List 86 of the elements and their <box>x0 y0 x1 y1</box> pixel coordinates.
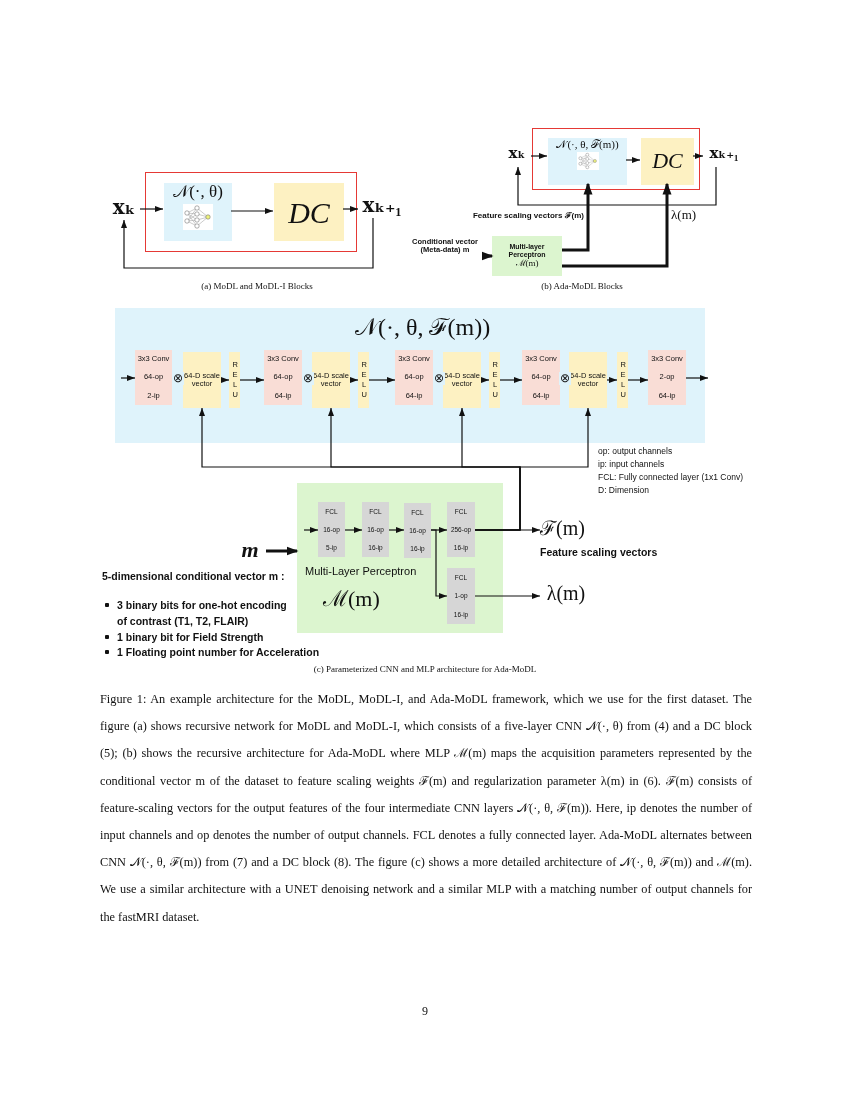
legend-note: D: Dimension <box>598 485 650 495</box>
arrow <box>685 375 709 381</box>
arrow <box>474 407 591 531</box>
arrow <box>121 217 374 269</box>
arrow <box>303 527 319 533</box>
arrow <box>388 527 405 533</box>
legend-note: op: output channels <box>598 446 673 456</box>
network-block <box>164 183 232 241</box>
dc-block <box>274 183 344 241</box>
math-label: 𝐱ₖ₊₁ <box>703 145 745 167</box>
fcl-layer-box <box>362 502 389 557</box>
relu-box <box>229 352 240 408</box>
arrow <box>625 157 641 163</box>
arrow <box>606 377 618 383</box>
conv-layer-box <box>135 350 172 405</box>
scale-vector-box <box>312 352 350 408</box>
scale-vector-box <box>183 352 221 408</box>
arrow <box>368 377 396 383</box>
math-label: 𝐱ₖ₊₁ <box>358 194 406 218</box>
cnn-panel <box>115 308 705 443</box>
arrow <box>266 546 299 556</box>
arrow <box>342 206 359 212</box>
arrow <box>480 377 490 383</box>
legend-note: FCL: Fully connected layer (1x1 Conv) <box>598 472 744 482</box>
relu-box <box>358 352 369 408</box>
arrow <box>120 375 136 381</box>
scale-vector-box <box>443 352 481 408</box>
block-label: 𝒩(·, θ, ℱ(m)) <box>556 138 619 151</box>
block-label: 𝒩(·, θ) <box>173 183 223 202</box>
arrow <box>430 529 448 599</box>
panel-title: Multi-Layer Perceptron <box>305 565 417 578</box>
arrow <box>230 208 274 214</box>
edge-label: λ(m) <box>671 208 697 223</box>
figure-caption: Figure 1: An example architecture for the MoDL, MoDL-I, and Ada-MoDL framework, which we use for the first dataset. The figure (a) shows recursive network for MoDL and MoDL-I, which consists of a five-layer CNN 𝒩(·, θ) from (4) and a DC block (5); (b) shows the recursive architecture for Ada-MoDL where MLP ℳ(m) maps the acquisition parameters represented by the conditional vector m of the dataset to feature scaling weights ℱ(m) and regularization parameter λ(m) in (6). ℱ(m) consists of feature-scaling vectors for the output features of the four intermediate CNN layers 𝒩(·, θ, ℱ(m)). Here, ip denotes the number of input channels and op denotes the number of output channels. FCL denotes a fully connected layer. Ada-MoDL alternates between CNN 𝒩(·, θ, ℱ(m)) from (7) and a DC block (8). The figure (c) shows a more detailed architecture of 𝒩(·, θ, ℱ(m)) and ℳ(m). We use a similar architecture with a UNET denoising network and a similar MLP with a matching number of output channels for the fastMRI dataset. <box>100 691 752 926</box>
arrow <box>530 153 548 159</box>
panel-title: ℳ(m) <box>323 587 380 612</box>
relu-box <box>489 352 500 408</box>
math-label: 𝐱ₖ <box>503 145 531 167</box>
conv-layer-box <box>648 350 686 405</box>
bullet-item: 1 binary bit for Field Strength <box>103 630 264 646</box>
bullet-item: 1 Floating point number for Acceleration <box>103 645 320 661</box>
conv-layer-box <box>522 350 560 405</box>
arrow <box>562 182 593 252</box>
arrow <box>562 182 672 268</box>
relu-box <box>617 352 628 408</box>
block-label: DC <box>288 195 330 229</box>
output-caption: Feature scaling vectors <box>540 547 658 559</box>
note-heading: 5-dimensional conditional vector m : <box>102 570 285 582</box>
block-label: ℳ(m) <box>515 258 539 269</box>
panel-title: 𝒩(·, θ, ℱ(m)) <box>355 314 491 341</box>
edge-label: ⊗ <box>172 372 184 386</box>
arrow <box>481 251 494 261</box>
conv-layer-box <box>395 350 433 405</box>
scale-vector-box <box>569 352 607 408</box>
block-frame <box>145 172 357 252</box>
fcl-layer-box <box>447 568 475 624</box>
arrow <box>499 377 523 383</box>
fcl-layer-box <box>404 503 431 558</box>
fcl-layer-box <box>447 502 475 557</box>
math-label: λ(m) <box>540 582 592 610</box>
fcl-layer-box <box>318 502 345 557</box>
math-label: m <box>234 538 266 564</box>
block-label: DC <box>652 149 683 174</box>
arrow <box>627 377 649 383</box>
arrow <box>474 593 541 599</box>
arrow <box>515 166 717 206</box>
conv-layer-box <box>264 350 302 405</box>
arrow <box>139 206 164 212</box>
panel-caption: (c) Parameterized CNN and MLP architecture for Ada-MoDL <box>312 664 538 674</box>
dc-block <box>641 138 694 185</box>
arrow <box>349 377 359 383</box>
math-label: ℱ(m) <box>540 517 585 540</box>
panel-caption: (a) MoDL and MoDL-I Blocks <box>200 281 314 291</box>
page-number: 9 <box>421 1004 429 1019</box>
edge-label: Feature scaling vectors ℱ(m) <box>472 212 584 221</box>
legend-note: ip: input channels <box>598 459 665 469</box>
block-frame <box>532 128 700 190</box>
math-label: 𝐱ₖ <box>108 196 140 220</box>
mlp-block <box>492 236 562 276</box>
arrow <box>239 377 265 383</box>
arrow <box>692 153 704 159</box>
arrow <box>220 377 230 383</box>
arrow <box>344 527 363 533</box>
network-block <box>548 138 627 185</box>
mlp-panel <box>297 483 503 633</box>
panel-caption: (b) Ada-MoDL Blocks <box>540 281 624 291</box>
